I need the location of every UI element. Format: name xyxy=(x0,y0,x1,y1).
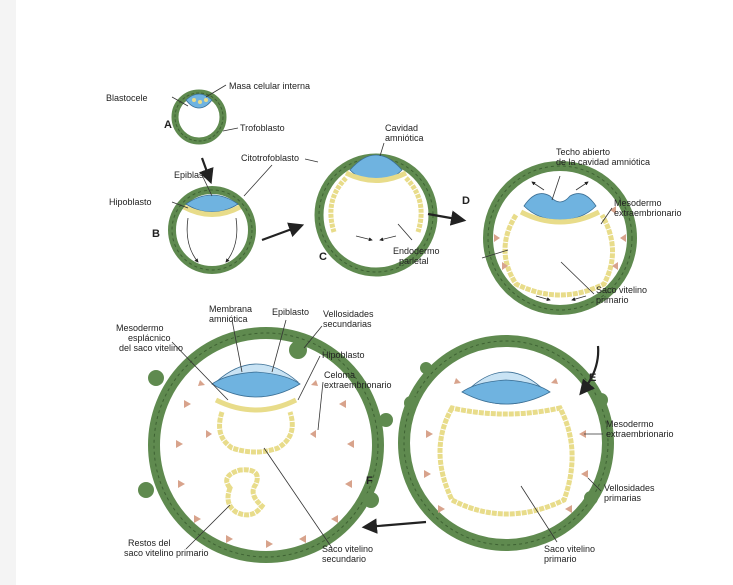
label-epiblasto-f: Epiblasto xyxy=(272,307,309,317)
label-saco-vitelino-primario-e: Saco vitelino primario xyxy=(544,544,598,564)
label-mesodermo-extraembrionario-d: Mesodermo extraembrionario xyxy=(614,198,682,218)
label-epiblasto-b: Epiblasto xyxy=(174,170,211,180)
stage-label-c: C xyxy=(319,251,327,263)
label-blastocele: Blastocele xyxy=(106,93,148,103)
label-restos-saco-vitelino: Restos del saco vitelino primario xyxy=(124,538,209,558)
stage-b: B xyxy=(152,190,252,270)
arrow-e-to-f xyxy=(366,522,426,527)
stage-label-a: A xyxy=(164,119,172,131)
embryo-development-diagram: A B C D xyxy=(16,0,733,585)
label-citotrofoblasto: Citotrofoblasto xyxy=(241,153,299,163)
stage-label-f: F xyxy=(366,475,373,487)
label-saco-vitelino-secundario: Saco vitelino secundario xyxy=(322,544,376,564)
diagram-canvas: A B C D xyxy=(16,0,733,585)
stage-f: F xyxy=(138,333,393,557)
label-hipoblasto-b: Hipoblasto xyxy=(109,197,152,207)
label-hipoblasto-f: Hipoblasto xyxy=(322,350,365,360)
label-mesodermo-extraembrionario-e: Mesodermo extraembrionario xyxy=(606,419,674,439)
label-endodermo-parietal: Endodermo parietal xyxy=(393,246,442,266)
label-mesodermo-esplacnico: Mesodermo esplácnico del saco vitelino xyxy=(116,323,183,353)
stage-label-d: D xyxy=(462,195,470,207)
arrow-b-to-c xyxy=(262,226,300,240)
label-masa-celular-interna: Masa celular interna xyxy=(229,81,310,91)
label-membrana-amniotica: Membrana amniótica xyxy=(209,304,255,324)
label-techo-abierto: Techo abierto de la cavidad amniótica xyxy=(556,147,650,167)
label-cavidad-amniotica: Cavidad amniótica xyxy=(385,123,424,143)
stage-e: E xyxy=(404,341,608,545)
label-trofoblasto: Trofoblasto xyxy=(240,123,285,133)
label-saco-vitelino-primario-d: Saco vitelino primario xyxy=(596,285,650,305)
stage-a: A xyxy=(164,93,223,141)
stage-label-b: B xyxy=(152,228,160,240)
label-vellosidades-secundarias: Vellosidades secundarias xyxy=(323,309,376,329)
label-vellosidades-primarias: Vellosidades primarias xyxy=(604,483,657,503)
